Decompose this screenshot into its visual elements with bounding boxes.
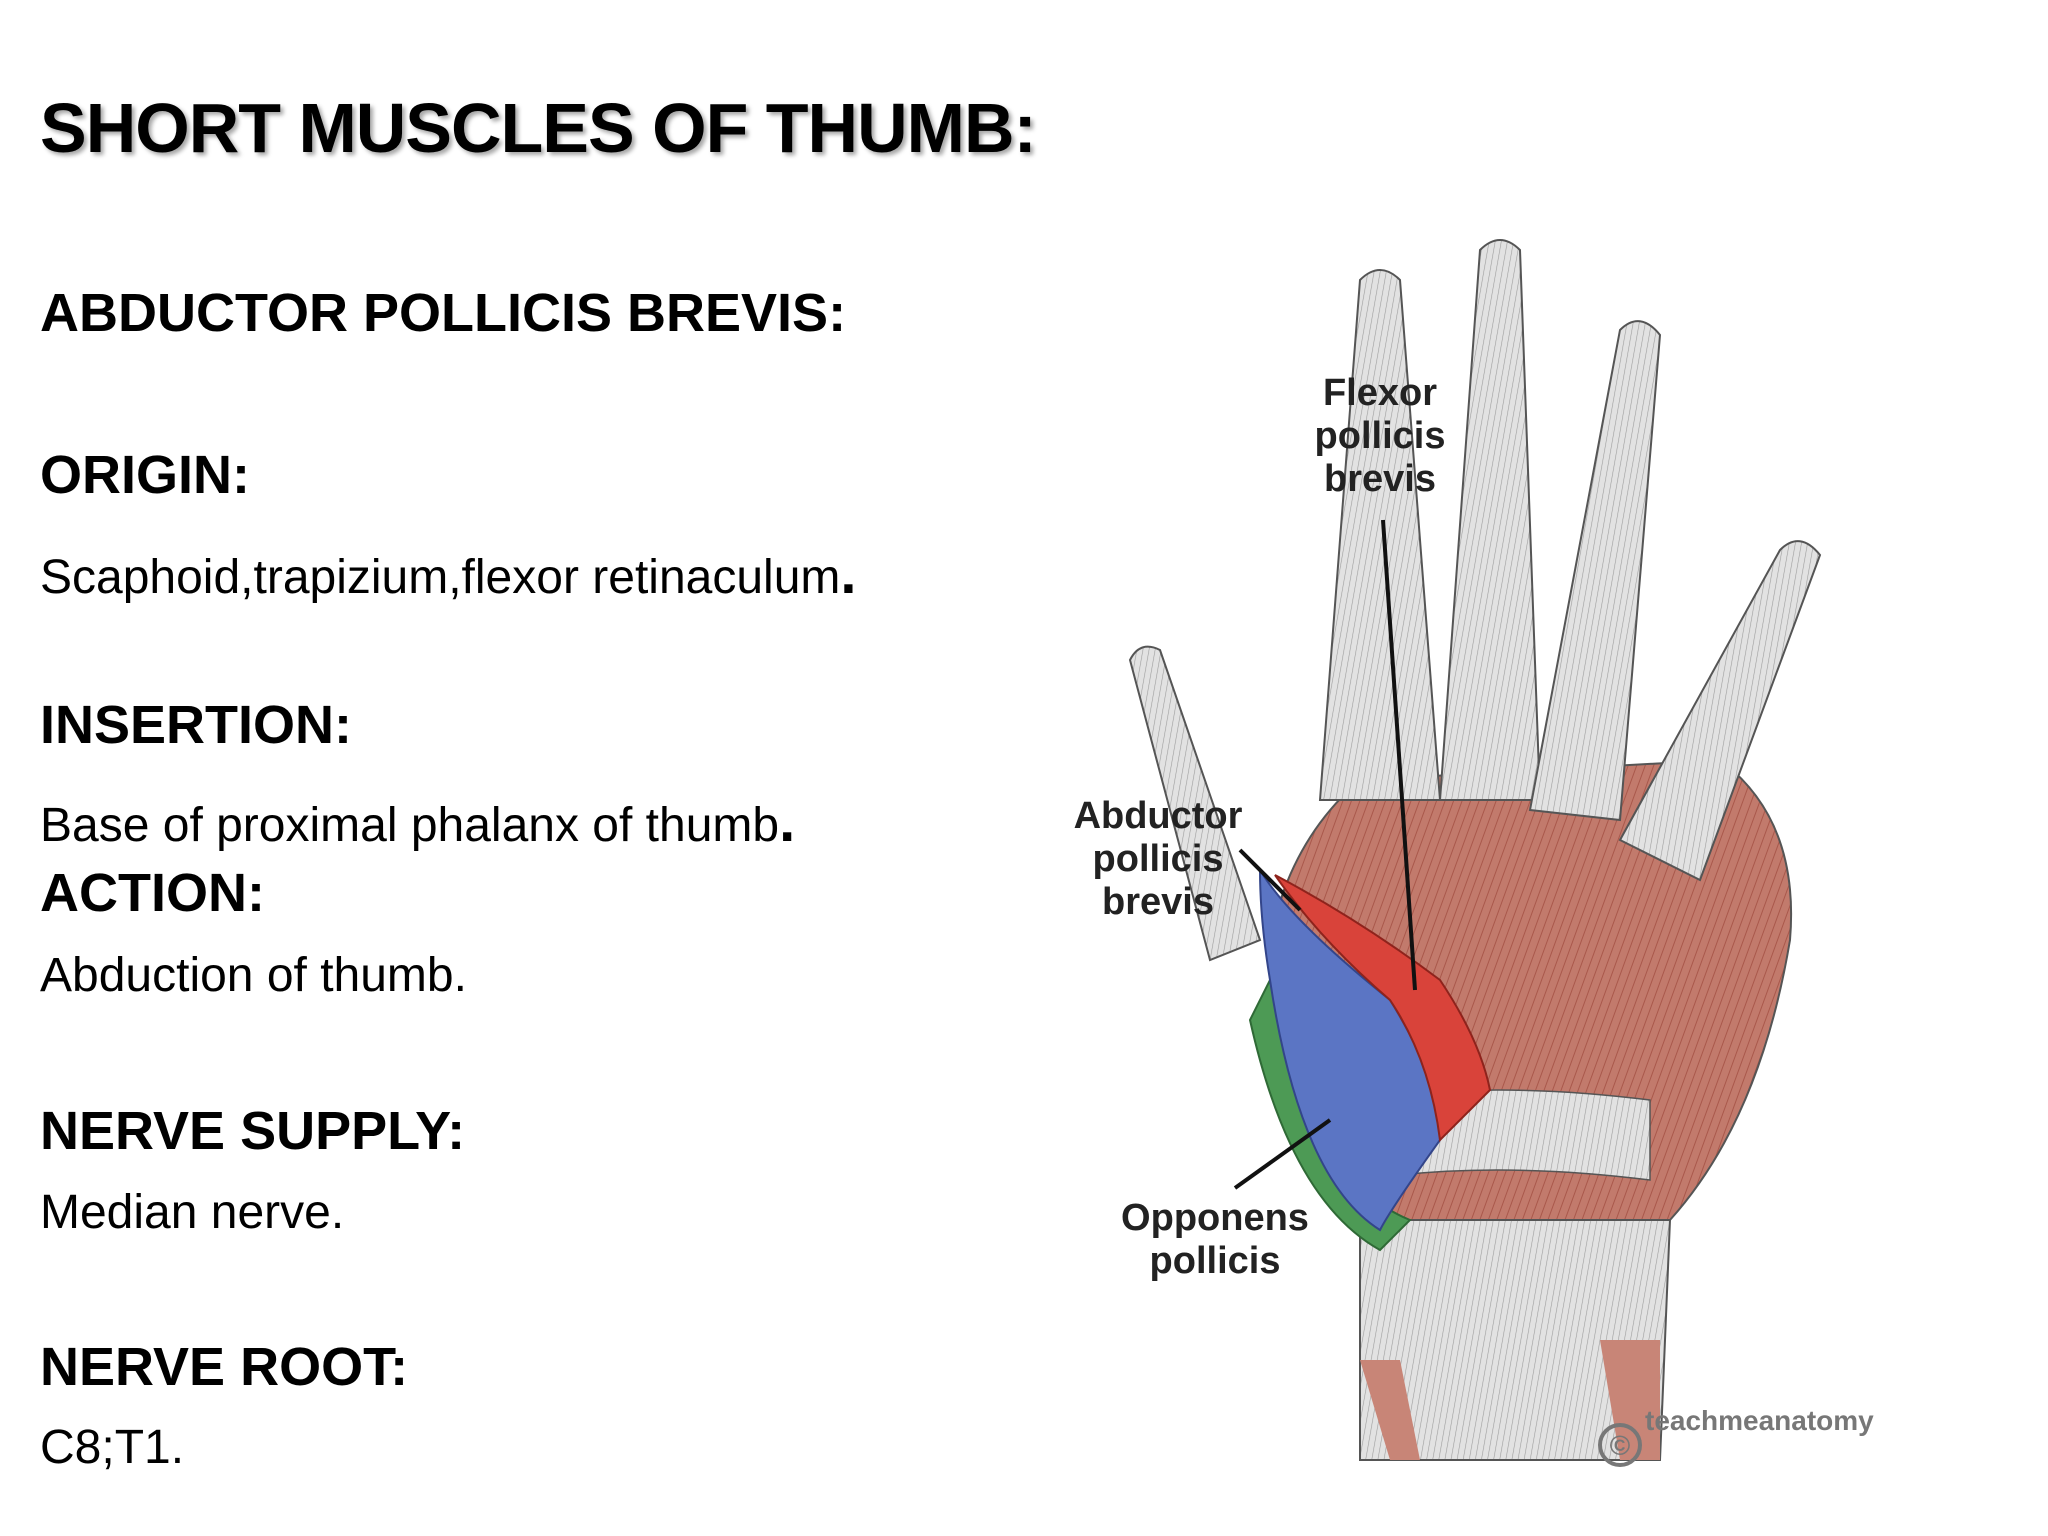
copyright-icon [1598, 1423, 1642, 1467]
slide-title: SHORT MUSCLES OF THUMB: [40, 89, 1037, 167]
wrist-muscle-strip-2 [1600, 1340, 1660, 1460]
origin-value: Scaphoid,trapizium,flexor retinaculum [40, 551, 841, 604]
fpb-leader [1381, 519, 1417, 991]
origin-heading: ORIGIN: [40, 445, 250, 505]
svg-text:©: © [1610, 1430, 1631, 1461]
origin-text: Scaphoid,trapizium,flexor retinaculum. [40, 540, 857, 607]
apb-label-2: pollicis [1093, 838, 1224, 880]
action-heading: ACTION: [40, 863, 265, 923]
hand-illustration: Flexor pollicis brevis Abductor pollicis… [1074, 239, 1874, 1467]
ring-finger [1528, 320, 1662, 822]
nerve-root-text: C8;T1. [40, 1421, 185, 1474]
insertion-value: Base of proximal phalanx of thumb [40, 799, 780, 852]
op-label-2: pollicis [1150, 1240, 1281, 1282]
nerve-supply-text: Median nerve. [40, 1186, 345, 1239]
middle-finger [1438, 239, 1542, 801]
wrist-muscle-strip [1360, 1360, 1420, 1460]
index-finger [1318, 269, 1442, 801]
little-finger [1618, 540, 1822, 882]
muscle-name: ABDUCTOR POLLICIS BREVIS: [40, 283, 847, 343]
fpb-label-1: Flexor [1323, 372, 1437, 414]
insertion-text: Base of proximal phalanx of thumb. [40, 788, 795, 855]
abductor-pollicis-brevis [1258, 866, 1442, 1232]
apb-label-1: Abductor [1074, 795, 1243, 837]
op-leader [1233, 1118, 1332, 1190]
nerve-supply-heading: NERVE SUPPLY: [40, 1101, 466, 1161]
flexor-pollicis-brevis [1274, 874, 1492, 1143]
thumb [1128, 645, 1262, 962]
fpb-label-2: pollicis [1315, 415, 1446, 457]
fpb-label-3: brevis [1324, 458, 1436, 500]
apb-label-3: brevis [1102, 881, 1214, 923]
insertion-period: . [779, 789, 796, 854]
nerve-root-heading: NERVE ROOT: [40, 1337, 409, 1397]
origin-period: . [840, 541, 857, 606]
apb-leader [1238, 848, 1302, 912]
watermark-text: teachmeanatomy [1645, 1405, 1874, 1436]
action-text: Abduction of thumb. [40, 949, 467, 1002]
op-label-1: Opponens [1121, 1197, 1309, 1239]
insertion-heading: INSERTION: [40, 695, 353, 755]
